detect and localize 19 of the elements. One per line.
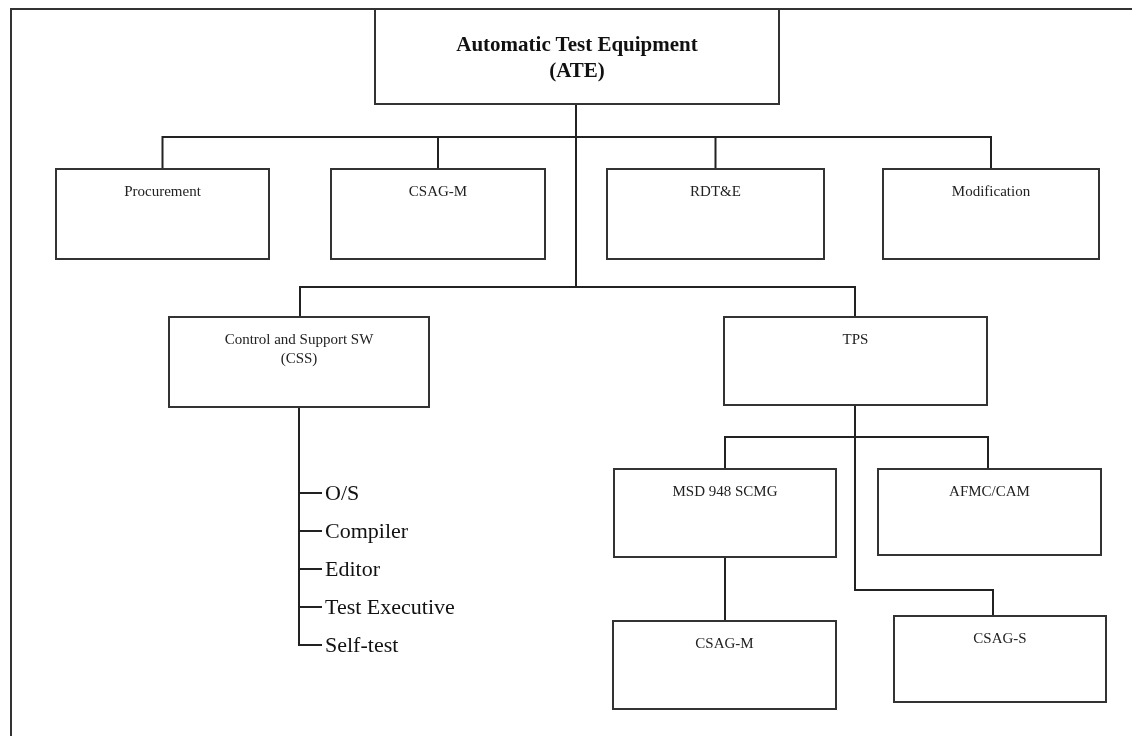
list-item-text: Test Executive bbox=[325, 592, 455, 622]
list-item-text: Self-test bbox=[325, 630, 399, 660]
org-box: Modification bbox=[882, 168, 1100, 260]
org-box: Control and Support SW (CSS) bbox=[168, 316, 430, 408]
connector-line bbox=[854, 405, 994, 616]
org-box: TPS bbox=[723, 316, 988, 406]
org-box: CSAG-S bbox=[893, 615, 1107, 703]
list-item-text: O/S bbox=[325, 478, 360, 508]
org-box: CSAG-M bbox=[612, 620, 837, 710]
list-item-text: Editor bbox=[325, 554, 380, 584]
org-box: MSD 948 SCMG bbox=[613, 468, 837, 558]
org-box: CSAG-M bbox=[330, 168, 546, 260]
org-box: Automatic Test Equipment (ATE) bbox=[374, 8, 780, 105]
org-box: RDT&E bbox=[606, 168, 825, 260]
org-box: AFMC/CAM bbox=[877, 468, 1102, 556]
org-box: Procurement bbox=[55, 168, 270, 260]
connector-line bbox=[298, 407, 323, 646]
list-item-text: Compiler bbox=[325, 516, 409, 546]
connector-line bbox=[724, 557, 726, 621]
